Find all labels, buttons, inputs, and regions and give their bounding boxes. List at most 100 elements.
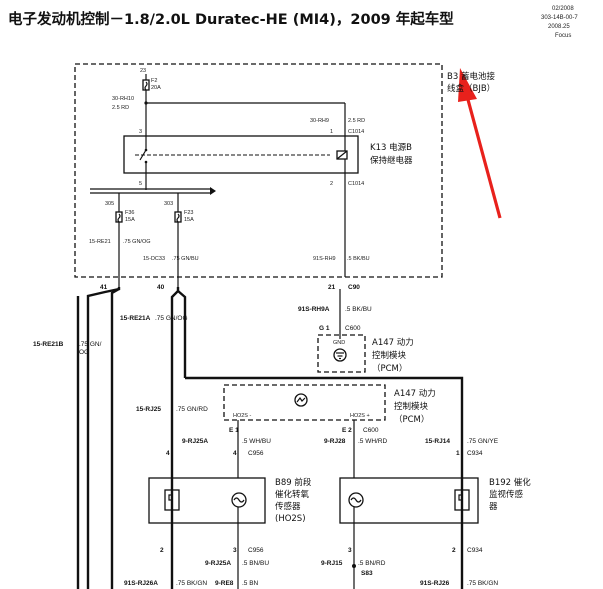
pcm-sensor-name-3: （PCM） [394,414,429,425]
pin-5: 5 [139,181,142,187]
doc-revision: 2008.25 [548,24,570,30]
wire-30rh9: 30-RH9 [310,118,329,124]
bjb-box [74,63,443,278]
red-arrow-icon [458,68,502,219]
pcm-sensor-name-2: 控制模块 [394,401,429,412]
pin-e1: E 1 [229,427,239,434]
wire-15-rj25-label: 15-RJ25 [136,406,161,413]
pin-41: 41 [100,284,108,291]
pcm-sensor-name: A147 动力 [394,388,436,399]
pin-2b: 2 [452,547,456,554]
wire-30rh10: 30-RH10 [112,96,134,102]
fuse-f2-icon [142,79,150,91]
heater-element-icon [164,489,180,511]
wire-30rh10-spec: 2.5 RD [112,105,129,111]
relay-name-2: 保持继电器 [370,155,413,166]
conn-c90: C90 [348,284,360,291]
pin-3a: 3 [233,547,237,554]
wire-9-rj28-spec: .5 WH/RD [358,438,388,445]
doc-code: 303-14B-00-7 [541,15,578,21]
pcm-ho2s-minus: HO2S - [233,413,252,419]
conn-c956-top: C956 [248,450,264,457]
pcm-ground-box [317,334,366,373]
wire-9-rj25a-bottom-spec: .5 BN/BU [242,560,269,567]
wire-15-re21b [110,287,120,589]
wire-30rh9-spec: 2.5 RD [348,118,365,124]
pin-2: 2 [330,181,333,187]
wire-9-rj25a: 9-RJ25A [182,438,208,445]
wire-15-re21: 15-RE21 [89,239,111,245]
wire-15-rj25-spec: .75 GN/RD [176,406,208,413]
relay-coil-icon [336,150,348,160]
conn-c934-bot: C934 [467,547,483,554]
fuse-f2-amp: 20A [151,85,161,91]
relay-k13-box [123,135,359,174]
pin-2a: 2 [160,547,164,554]
pin-4a: 4 [166,450,170,457]
sensor-b89-box [148,477,266,524]
wire-15-re21b-label: 15-RE21B [33,341,64,348]
wire-15-re21a [86,287,121,589]
sensor-b89-name-4: (HO2S) [275,514,306,524]
fuse-f2-number: 23 [140,68,146,74]
wire-15-re21-spec: .75 GN/OG [123,239,151,245]
conn-c1014-bot: C1014 [348,181,364,187]
wire-9-rj28: 9-RJ28 [324,438,346,445]
pcm-ground-name: A147 动力 [372,337,414,348]
fuse-f23-number: 303 [164,201,173,207]
wire-9-rj15: 9-RJ15 [321,560,343,567]
wire-15-re21b-spec: .75 GN/ [79,341,102,348]
wire-91s-rh9a: 91S-RH9A [298,306,330,313]
wire-15-rj25 [170,287,180,378]
fuse-f36-number: 305 [105,201,114,207]
wire-15-rj14-label: 15-RJ14 [425,438,450,445]
wire-91s-rj26a-spec: .75 BK/GN [176,580,207,587]
sensor-b192-name: B192 催化 [489,477,531,488]
sensor-b192-name-2: 监视传感 [489,489,524,500]
wire-91s-rh9-spec: .5 BK/BU [347,256,370,262]
wire-9-rj25a-spec: .5 WH/BU [242,438,271,445]
wire-15-re21a-spec: .75 GN/OG [155,315,188,322]
heater-element-icon [454,489,470,511]
wire-9-re8-spec: .5 BN [242,580,259,587]
ac-sensor-icon [231,492,247,508]
pcm-sensor-box [223,384,386,421]
conn-c956-bot: C956 [248,547,264,554]
pcm-module-icon [294,393,308,407]
doc-model: Focus [555,33,571,39]
sensor-b89-name-3: 传感器 [275,501,301,512]
wire-9-rj15-spec: .5 BN/RD [358,560,386,567]
wire-15-dc33-spec: .75 GN/BU [172,256,199,262]
sensor-b89-name-2: 催化转氧 [275,489,310,500]
pcm-ground-name-2: 控制模块 [372,350,407,361]
pin-3b: 3 [348,547,352,554]
pcm-gnd-label: GND [333,340,345,346]
wire-9-re8: 9-RE8 [215,580,234,587]
bjb-label-2: 线盒（BJB） [447,83,495,94]
pin-1: 1 [330,129,333,135]
wire-91s-rj26-spec: .75 BK/GN [467,580,498,587]
fuse-f2-name: F2 [151,78,157,84]
page-title: 电子发动机控制－1.8/2.0L Duratec-HE (MI4)，2009 年… [8,10,454,28]
fuse-f36-amp: 15A [125,217,135,223]
pin-21: 21 [328,284,336,291]
doc-date: 02/2008 [552,6,574,12]
splice-s83 [352,564,356,568]
ac-sensor-icon [348,492,364,508]
fuse-f36-name: F36 [125,210,134,216]
wire-15-re21a-label: 15-RE21A [120,315,151,322]
sensor-b192-box [339,477,479,524]
wire-91s-rh9a-spec: .5 BK/BU [345,306,372,313]
sensor-b192-name-3: 器 [489,502,498,512]
bjb-label: B3 蓄电池接 [447,71,495,82]
fuse-f23-name: F23 [184,210,193,216]
pin-40: 40 [157,284,165,291]
wire-15-re21b-spec-2: OG [79,349,89,356]
pcm-ground-conn: C600 [345,325,361,332]
wire-91s-rj26a: 91S-RJ26A [124,580,158,587]
wire-15-dc33: 15-DC33 [143,256,165,262]
pcm-conn-c600: C600 [363,427,379,434]
pin-e2: E 2 [342,427,352,434]
conn-c934-top: C934 [467,450,483,457]
